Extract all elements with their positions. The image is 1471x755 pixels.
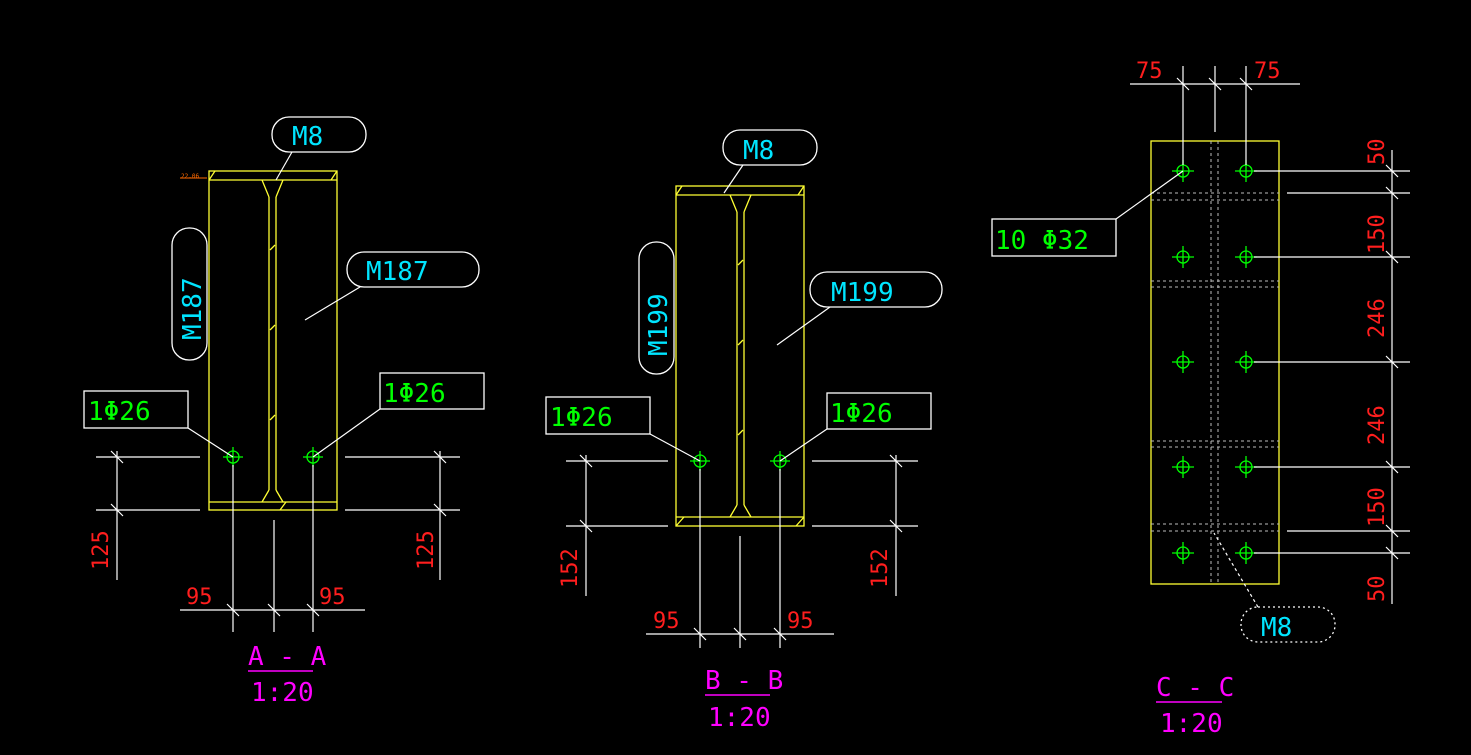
section-c-bolt bbox=[1235, 246, 1257, 268]
section-a-flange-tag-leader bbox=[304, 286, 361, 321]
section-a: 22.06 M8 M187 M187 1Φ26 1Φ26 bbox=[83, 116, 485, 708]
section-b-flange-tag-right: M199 bbox=[831, 278, 894, 308]
section-b-web-tag-bubble bbox=[722, 129, 818, 166]
section-a-bolt-left-label: 1Φ26 bbox=[88, 397, 151, 427]
section-a-dim-bottom-right: 95 bbox=[319, 585, 346, 610]
section-c-bolt bbox=[1172, 246, 1194, 268]
section-a-flange-tag-vertical-bubble bbox=[171, 227, 208, 361]
section-c-web-tag-bubble bbox=[1240, 606, 1336, 643]
section-b-bolt-right-label: 1Φ26 bbox=[830, 399, 893, 429]
section-b-bolt-left-label: 1Φ26 bbox=[550, 403, 613, 433]
section-c-bolt bbox=[1172, 351, 1194, 373]
section-b: M8 M199 M199 1Φ26 1Φ26 152 152 95 95 B -… bbox=[545, 129, 943, 733]
section-c-bolt bbox=[1235, 456, 1257, 478]
section-a-dim-right: 125 bbox=[414, 530, 439, 570]
section-b-dim-bottom-left: 95 bbox=[653, 609, 680, 634]
section-c-dim-246-bottom: 246 bbox=[1365, 405, 1390, 445]
section-a-bolt-right-label: 1Φ26 bbox=[383, 379, 446, 409]
section-a-fillets bbox=[208, 170, 338, 511]
section-a-bolt-left-leader bbox=[187, 427, 234, 458]
section-b-outline bbox=[675, 185, 805, 527]
section-c-dim-50-bottom: 50 bbox=[1365, 576, 1390, 603]
section-a-web-tag: M8 bbox=[292, 122, 323, 152]
section-a-web-tag-leader bbox=[275, 151, 293, 181]
section-b-web-tag: M8 bbox=[743, 136, 774, 166]
section-a-bolt-right-box bbox=[379, 372, 485, 410]
section-b-bolt-left-box bbox=[545, 396, 651, 435]
section-b-flange-tag-vertical-bubble bbox=[638, 241, 675, 375]
section-a-hatch bbox=[269, 244, 276, 421]
section-c-web-tag: M8 bbox=[1261, 613, 1292, 643]
section-a-bolt-left-box bbox=[83, 390, 189, 429]
section-b-hatch bbox=[737, 259, 744, 436]
section-b-dim-left: 152 bbox=[558, 548, 583, 588]
section-c-dim-150-bottom: 150 bbox=[1365, 487, 1390, 527]
section-c-dim-50-top: 50 bbox=[1365, 139, 1390, 166]
section-c-top-dim-lines bbox=[1130, 66, 1300, 165]
section-a-title: A - A bbox=[248, 642, 327, 672]
section-b-flange-tag-vertical: M199 bbox=[644, 293, 674, 356]
section-c-right-dim-lines bbox=[1254, 150, 1410, 604]
section-c-bolt-group-box bbox=[991, 218, 1117, 257]
section-b-bolt-right-leader bbox=[779, 428, 828, 462]
section-a-web-tag-bubble bbox=[271, 116, 367, 153]
section-b-flange-tag-right-bubble bbox=[809, 271, 943, 308]
section-b-title: B - B bbox=[705, 666, 783, 696]
section-c-top-dim-right: 75 bbox=[1254, 59, 1281, 84]
section-b-bolt-left-leader bbox=[649, 433, 701, 462]
section-a-note: 22.06 bbox=[181, 173, 199, 180]
section-b-flange-tag-leader bbox=[776, 306, 831, 346]
section-a-outline bbox=[208, 170, 338, 511]
section-c-scale: 1:20 bbox=[1160, 709, 1223, 739]
section-a-flange-tag-vertical: M187 bbox=[178, 277, 208, 340]
section-b-web-tag-leader bbox=[723, 164, 744, 194]
section-b-scale: 1:20 bbox=[708, 703, 771, 733]
section-c-bolt-group-leader bbox=[1115, 170, 1184, 220]
section-c-web-tag-leader bbox=[1213, 532, 1259, 608]
section-c: 75 75 50 150 246 246 150 50 10 Φ32 M8 C … bbox=[991, 59, 1410, 739]
section-c-title: C - C bbox=[1156, 673, 1234, 703]
section-c-dim-150-top: 150 bbox=[1365, 214, 1390, 254]
section-c-bolt bbox=[1172, 542, 1194, 564]
section-a-flange-tag-right: M187 bbox=[366, 257, 429, 287]
section-a-dim-left: 125 bbox=[89, 530, 114, 570]
section-b-dim-bottom-right: 95 bbox=[787, 609, 814, 634]
section-c-dim-246-top: 246 bbox=[1365, 298, 1390, 338]
section-c-bolt bbox=[1235, 542, 1257, 564]
section-a-dim-bottom-left: 95 bbox=[186, 585, 213, 610]
section-a-bolt-right-leader bbox=[312, 408, 381, 458]
section-a-flange-tag-right-bubble bbox=[346, 251, 480, 288]
section-c-bolt bbox=[1172, 456, 1194, 478]
section-a-scale: 1:20 bbox=[251, 678, 314, 708]
section-b-fillets bbox=[675, 185, 805, 527]
section-c-bolt bbox=[1235, 351, 1257, 373]
section-c-top-dim-left: 75 bbox=[1136, 59, 1163, 84]
section-b-dim-right: 152 bbox=[868, 548, 893, 588]
section-a-dim-lines bbox=[96, 450, 460, 632]
section-b-bolt-right-box bbox=[826, 392, 932, 430]
section-c-bolt-group-label: 10 Φ32 bbox=[995, 226, 1089, 256]
section-b-dim-lines bbox=[566, 454, 918, 648]
